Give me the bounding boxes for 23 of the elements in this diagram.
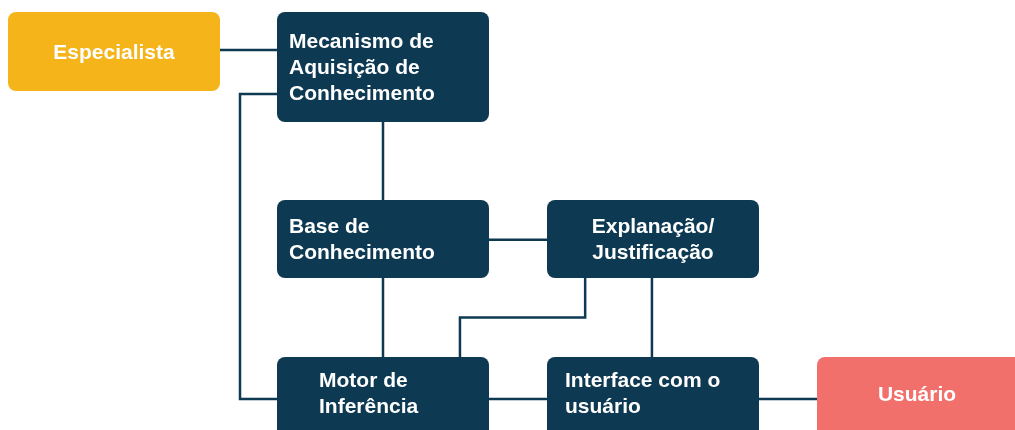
process-box xyxy=(8,12,220,91)
connector-line xyxy=(458,278,587,357)
box-label: Mecanismo de Aquisição de Conhecimento xyxy=(289,28,436,106)
process-box xyxy=(547,357,759,430)
connector-line xyxy=(381,122,385,200)
connector-line xyxy=(381,278,385,357)
connector-line xyxy=(650,278,654,357)
process-box xyxy=(277,357,489,430)
process-box xyxy=(277,12,489,122)
connector-line xyxy=(759,397,817,401)
connector-line xyxy=(489,397,547,401)
box-label: Interface com o usuário xyxy=(565,367,722,419)
connector-line xyxy=(238,92,277,401)
connector-line xyxy=(220,48,277,52)
box-label: Base de Conhecimento xyxy=(289,213,436,265)
box-label: Motor de Inferência xyxy=(319,367,420,419)
process-box xyxy=(277,200,489,278)
box-label: Especialista xyxy=(53,38,175,65)
process-box xyxy=(547,200,759,278)
process-box xyxy=(817,357,1015,430)
box-label: Explanação/ Justificação xyxy=(590,213,716,265)
connector-line xyxy=(489,238,547,242)
box-label: Usuário xyxy=(877,381,957,407)
